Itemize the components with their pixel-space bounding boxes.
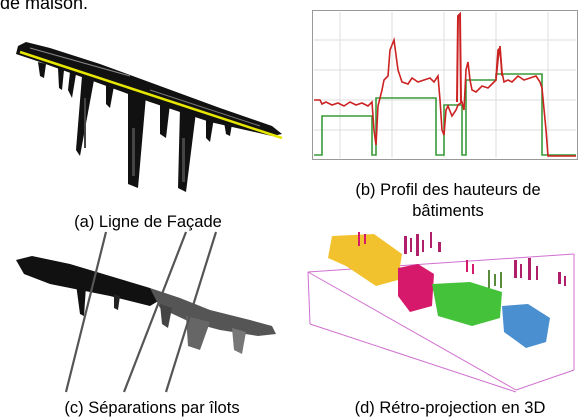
height-profile-chart [312,10,578,160]
island-magenta [398,264,434,312]
island-green [432,282,502,326]
caption-a: (a) Ligne de Façade [74,213,222,231]
panel-d-3d-backprojection [306,230,578,396]
panel-c-island-separations [10,224,290,394]
island-yellow [328,234,402,286]
caption-b-line2: bâtiments [412,202,484,220]
caption-d: (d) Rétro-projection en 3D [354,399,546,417]
separation-line-1 [64,231,108,393]
panel-b-height-profile [312,10,578,160]
separation-line-3 [164,231,218,393]
caption-b-line1: (b) Profil des hauteurs de [355,181,541,199]
facade-line [19,50,283,140]
backprojection-3d-view [307,232,575,393]
caption-c: (c) Séparations par îlots [64,399,240,417]
panel-a-facade-line [10,38,290,208]
profile-red-line [314,36,576,157]
facade-point-cloud [16,42,283,192]
page-text-fragment: de maison. [0,0,89,13]
island-separation-cloud [16,231,276,393]
island-blue [502,304,550,348]
separation-line-2 [122,231,188,393]
